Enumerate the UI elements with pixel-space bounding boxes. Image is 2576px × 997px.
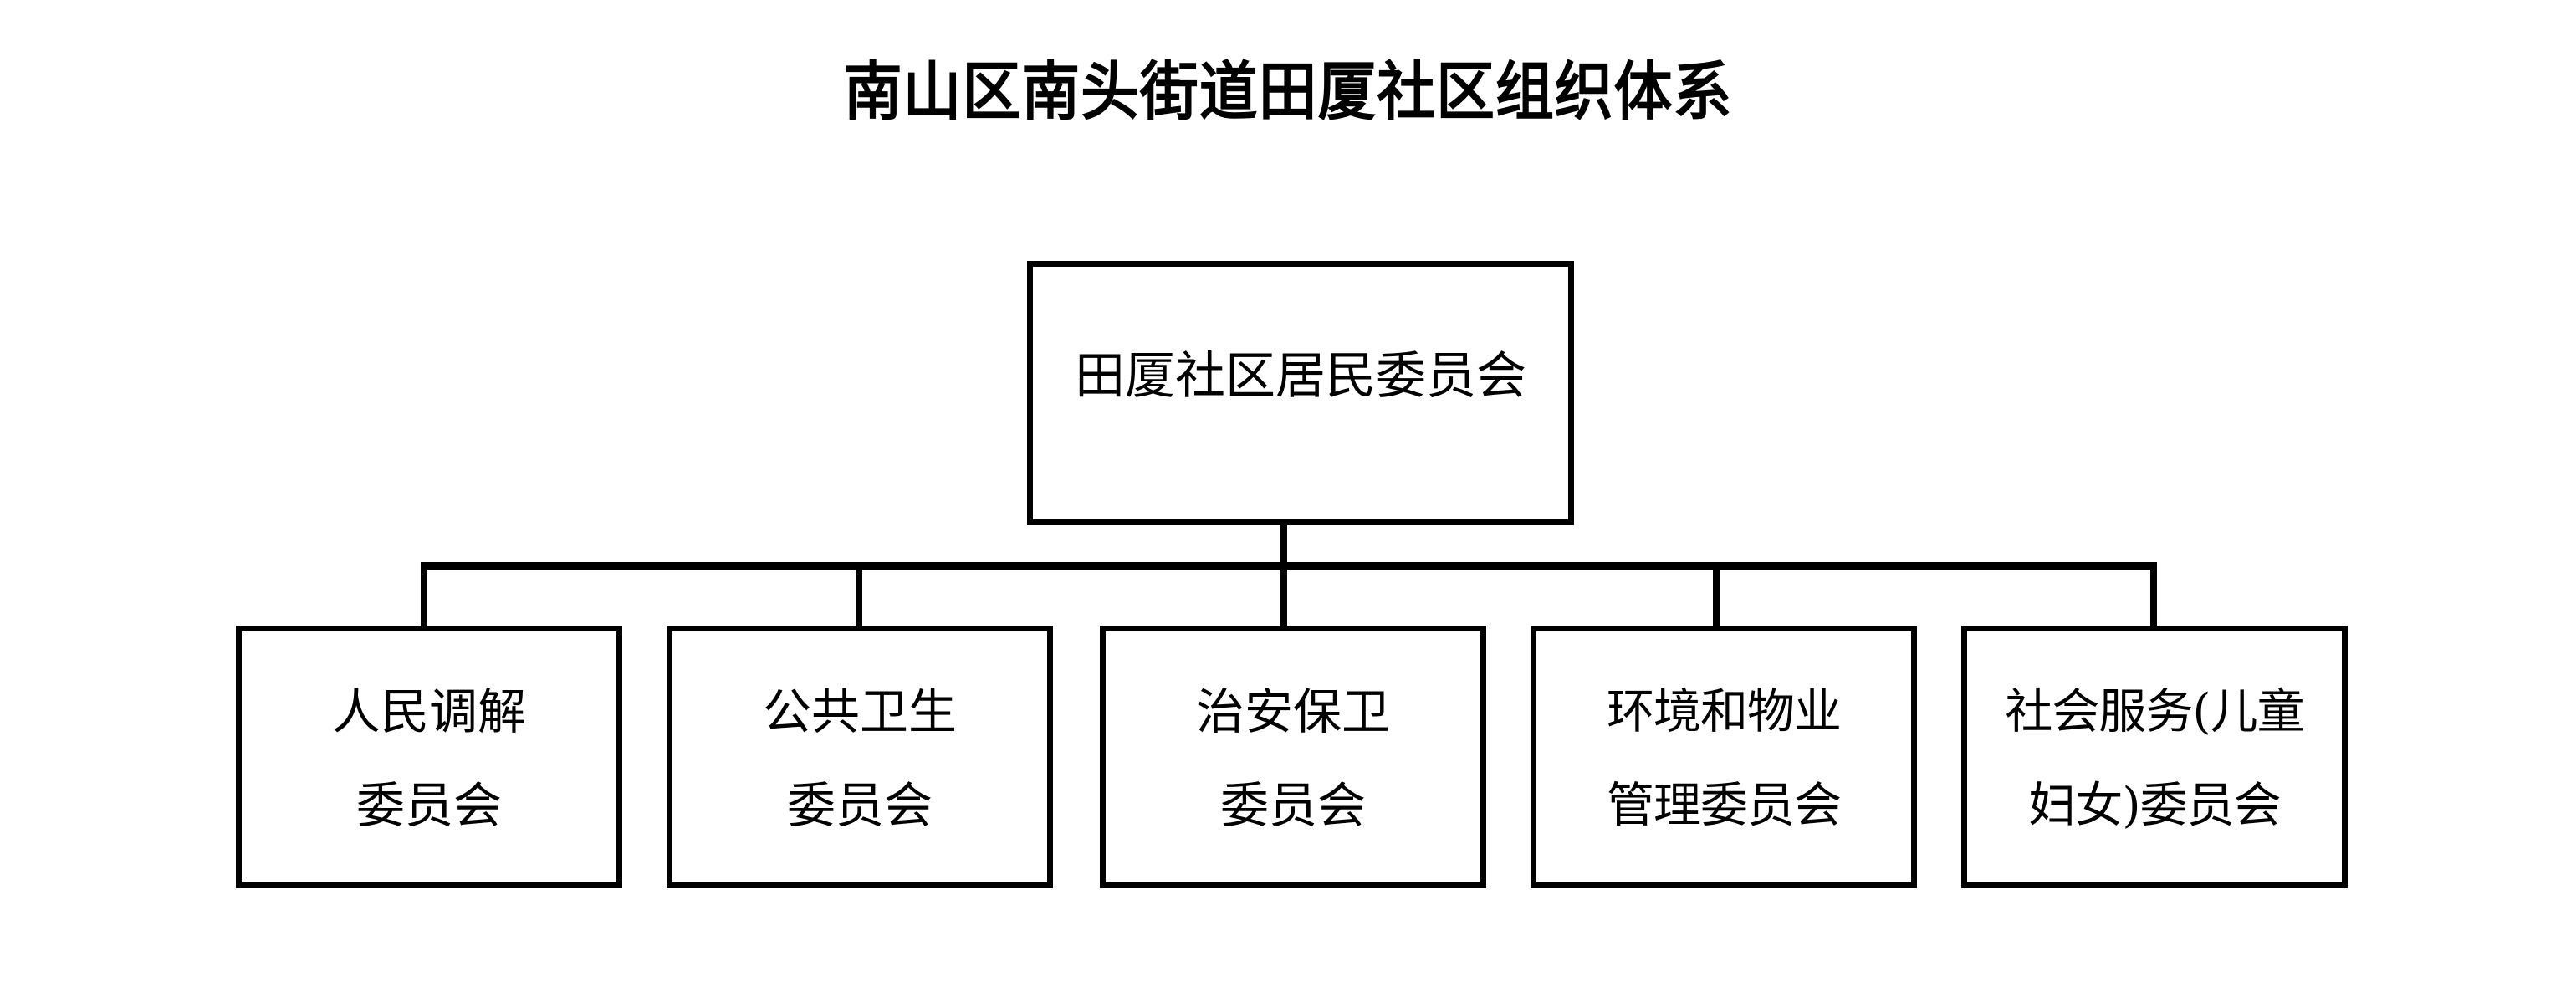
org-node-c4-line1: 社会服务(儿童: [2005, 684, 2304, 739]
org-node-c4-line2: 妇女)委员会: [2028, 778, 2281, 833]
connector-drop-child-4: [1713, 562, 1720, 629]
connector-horizontal-bus: [421, 562, 2157, 570]
org-node-social-services-children-women-committee: 社会服务(儿童 妇女)委员会: [1961, 626, 2348, 888]
org-node-c0-line1: 人民调解: [331, 683, 526, 740]
connector-drop-child-1: [421, 562, 427, 629]
page-title: 南山区南头街道田厦社区组织体系: [843, 54, 1733, 129]
org-node-c3-line1: 环境和物业: [1607, 684, 1842, 739]
org-node-c0-line2: 委员会: [355, 777, 502, 834]
org-node-environment-property-management-committee: 环境和物业 管理委员会: [1531, 626, 1917, 888]
org-node-c3-line2: 管理委员会: [1607, 778, 1842, 833]
org-node-root-line1: 田厦社区居民委员会: [1075, 347, 1526, 406]
connector-drop-child-2: [856, 562, 862, 629]
org-node-c1-line2: 委员会: [786, 777, 933, 834]
org-node-root: 田厦社区居民委员会: [1027, 261, 1574, 525]
org-node-public-health-committee: 公共卫生 委员会: [667, 626, 1053, 888]
org-node-people-mediation-committee: 人民调解 委员会: [236, 626, 622, 888]
connector-root-stem: [1280, 524, 1287, 570]
org-node-public-security-committee: 治安保卫 委员会: [1100, 626, 1486, 888]
org-node-c2-line1: 治安保卫: [1195, 683, 1390, 740]
org-node-c2-line2: 委员会: [1219, 777, 1366, 834]
connector-drop-child-5: [2150, 562, 2157, 629]
org-node-c1-line1: 公共卫生: [762, 683, 957, 740]
connector-drop-child-3: [1280, 562, 1287, 629]
